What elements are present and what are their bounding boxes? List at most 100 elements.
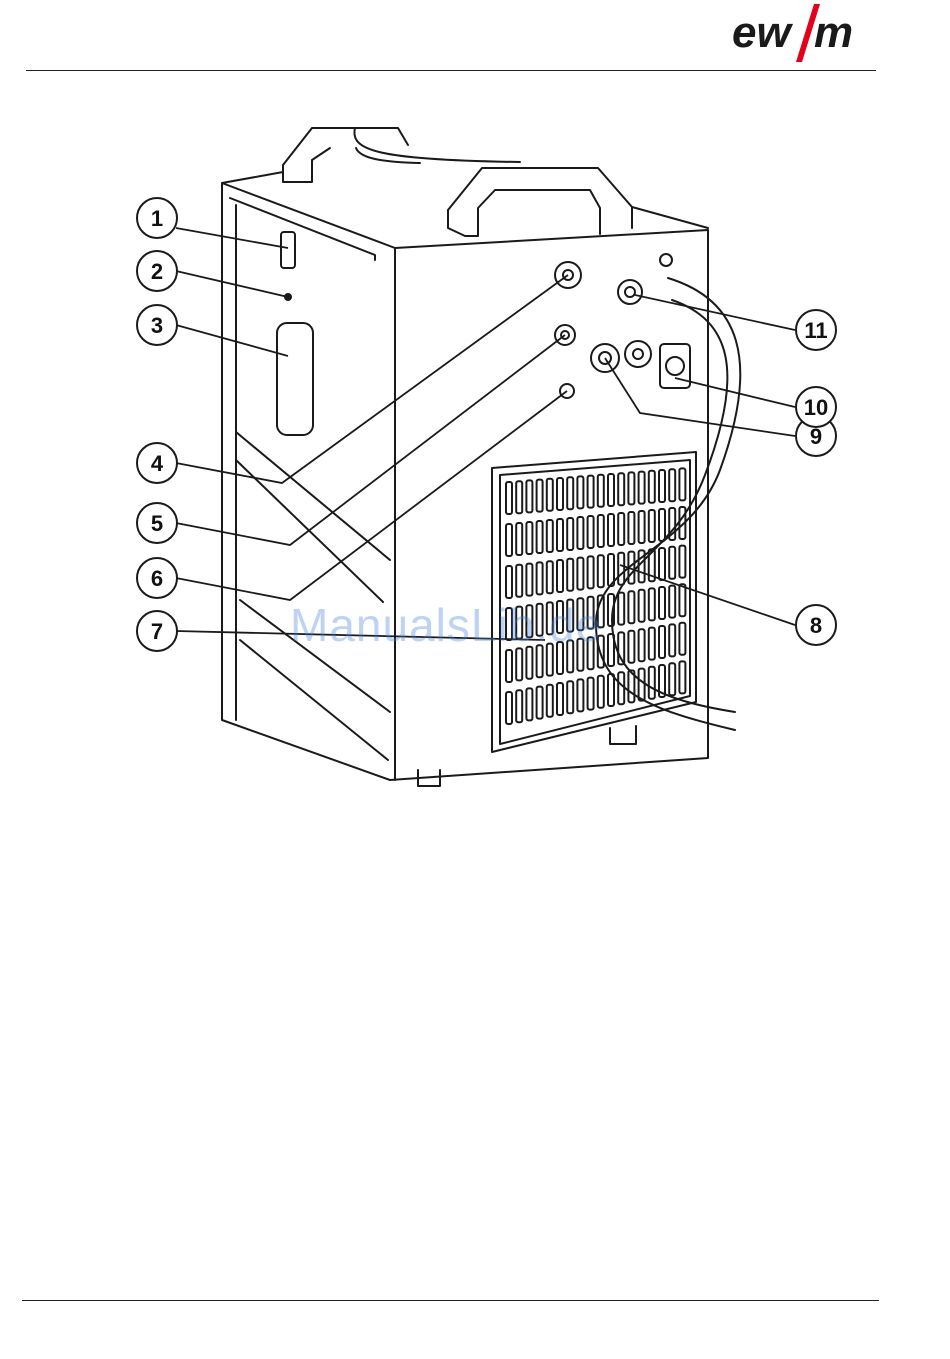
grille-slot bbox=[526, 480, 532, 512]
grille-slot bbox=[669, 547, 675, 579]
grille-slot bbox=[516, 690, 522, 722]
grille-slot bbox=[608, 474, 614, 506]
grille-slot bbox=[639, 550, 645, 582]
grille-slot bbox=[618, 593, 624, 625]
grille-slot bbox=[628, 591, 634, 623]
grille-slot bbox=[526, 564, 532, 596]
grille-slot bbox=[577, 476, 583, 508]
grille-slot bbox=[598, 676, 604, 708]
callout-4: 4 bbox=[151, 451, 164, 476]
watermark: ManualsLib.de bbox=[290, 598, 602, 652]
grille-slot bbox=[547, 561, 553, 593]
callout-6: 6 bbox=[151, 566, 163, 591]
callout-8: 8 bbox=[810, 613, 822, 638]
grille-slot bbox=[547, 479, 553, 511]
callout-7: 7 bbox=[151, 619, 163, 644]
grille-slot bbox=[577, 558, 583, 590]
grille-slot bbox=[506, 650, 512, 682]
grille-slot bbox=[557, 683, 563, 715]
grille-slot bbox=[628, 670, 634, 702]
grille-slot bbox=[506, 692, 512, 724]
grille-slot bbox=[679, 623, 685, 655]
grille-slot bbox=[577, 679, 583, 711]
grille-slot bbox=[679, 546, 685, 578]
callout-9: 9 bbox=[810, 424, 822, 449]
device-rear-view-illustration: 1 2 3 4 5 6 7 8 9 10 11 bbox=[0, 0, 950, 820]
grille-slot bbox=[608, 674, 614, 706]
grille-slot bbox=[659, 470, 665, 502]
grille-slot bbox=[537, 687, 543, 719]
grille-slot bbox=[547, 685, 553, 717]
grille-slot bbox=[526, 522, 532, 554]
grille-slot bbox=[567, 518, 573, 550]
grille-slot bbox=[669, 469, 675, 501]
grille-slot bbox=[516, 648, 522, 680]
callout-2: 2 bbox=[151, 259, 163, 284]
grille-slot bbox=[649, 471, 655, 503]
grille-slot bbox=[618, 553, 624, 585]
grille-slot bbox=[679, 661, 685, 693]
grille-slot bbox=[588, 678, 594, 710]
grille-slot bbox=[557, 519, 563, 551]
grille-slot bbox=[567, 559, 573, 591]
grille-slot bbox=[659, 509, 665, 541]
grille-slot bbox=[557, 560, 563, 592]
grille-slot bbox=[618, 513, 624, 545]
grille-slot bbox=[669, 663, 675, 695]
callout-3: 3 bbox=[151, 313, 163, 338]
grille-slot bbox=[608, 554, 614, 586]
grille-slot bbox=[669, 586, 675, 618]
grille-slot bbox=[598, 515, 604, 547]
grille-slot bbox=[608, 634, 614, 666]
grille-slot bbox=[588, 476, 594, 508]
grille-slot bbox=[628, 512, 634, 544]
footer-rule bbox=[22, 1300, 879, 1301]
grille-slot bbox=[547, 520, 553, 552]
grille-slot bbox=[669, 508, 675, 540]
callout-11: 11 bbox=[804, 318, 827, 343]
grille-slot bbox=[679, 584, 685, 616]
grille-slot bbox=[639, 590, 645, 622]
grille-slot bbox=[567, 681, 573, 713]
grille-slot bbox=[639, 669, 645, 701]
grille-slot bbox=[608, 594, 614, 626]
grille-slot bbox=[639, 511, 645, 543]
grille-slot bbox=[659, 587, 665, 619]
grille-slot bbox=[577, 517, 583, 549]
grille-slot bbox=[557, 478, 563, 510]
grille-slot bbox=[679, 468, 685, 500]
grille-slot bbox=[649, 588, 655, 620]
callout-1: 1 bbox=[151, 206, 163, 231]
grille-slot bbox=[628, 631, 634, 663]
grille-slot bbox=[669, 624, 675, 656]
grille-slot bbox=[649, 510, 655, 542]
grille-slot bbox=[588, 556, 594, 588]
grille-slot bbox=[537, 562, 543, 594]
grille-slot bbox=[516, 565, 522, 597]
grille-slot bbox=[639, 629, 645, 661]
grille-slot bbox=[567, 477, 573, 509]
callout-10: 10 bbox=[804, 395, 828, 420]
grille-slot bbox=[516, 481, 522, 513]
grille-slot bbox=[537, 521, 543, 553]
grille-slot bbox=[506, 524, 512, 556]
grille-slot bbox=[506, 482, 512, 514]
grille-slot bbox=[659, 626, 665, 658]
grille-slot bbox=[618, 672, 624, 704]
grille-slot bbox=[659, 548, 665, 580]
grille-slot bbox=[537, 480, 543, 512]
grille-slot bbox=[506, 566, 512, 598]
grille-slot bbox=[516, 523, 522, 555]
grille-slot bbox=[649, 667, 655, 699]
grille-slot bbox=[618, 473, 624, 505]
grille-slot bbox=[598, 555, 604, 587]
grille-slot bbox=[649, 628, 655, 660]
grille-slot bbox=[639, 472, 645, 504]
grille-slot bbox=[608, 514, 614, 546]
callout-5: 5 bbox=[151, 511, 163, 536]
grille-slot bbox=[526, 688, 532, 720]
grille-slot bbox=[588, 516, 594, 548]
grille-slot bbox=[598, 475, 604, 507]
grille-slot bbox=[679, 507, 685, 539]
grille-slot bbox=[628, 472, 634, 504]
